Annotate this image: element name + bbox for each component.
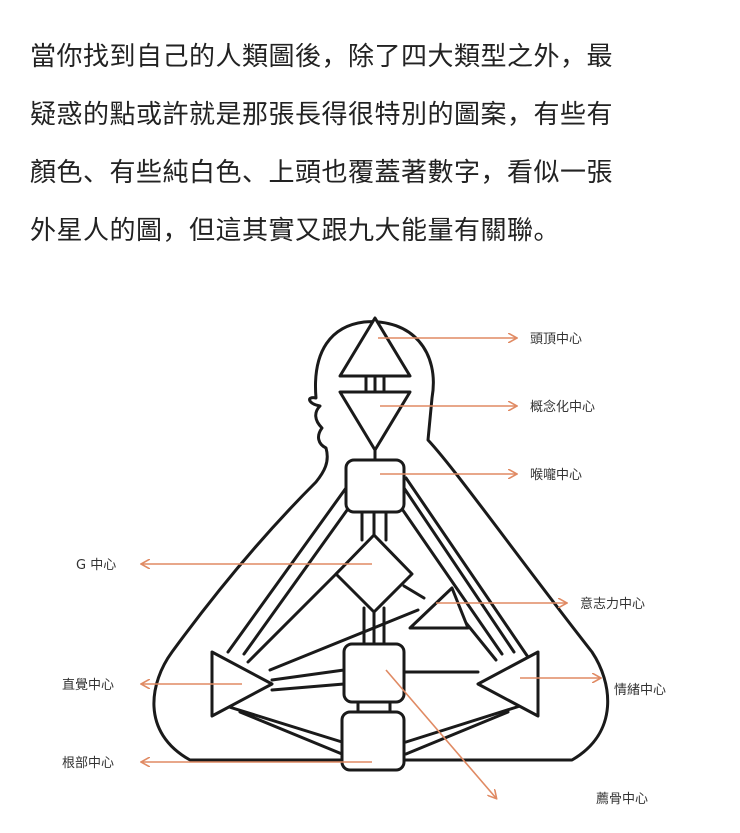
throat-center [344, 458, 406, 514]
ajna-center [338, 390, 412, 452]
sacral-center [342, 642, 406, 704]
will-label: 意志力中心 [580, 596, 645, 612]
sacral-label: 薦骨中心 [596, 792, 648, 807]
channel [246, 568, 342, 664]
paragraph-line-1: 當你找到自己的人類圖後，除了四大類型之外，最 [30, 42, 614, 72]
channel [270, 682, 346, 692]
g-center [334, 533, 414, 614]
channel [402, 486, 516, 654]
channel [242, 504, 352, 656]
paragraph-line-4: 外星人的圖，但這其實又跟九大能量有關聯。 [30, 216, 561, 246]
root-label: 根部中心 [62, 756, 114, 771]
channel [404, 704, 522, 744]
channel [226, 486, 348, 654]
channel [404, 476, 532, 662]
head-label: 頭頂中心 [530, 332, 582, 347]
body-outline [152, 320, 610, 762]
paragraph-line-2: 疑惑的點或許就是那張長得很特別的圖案，有些有 [30, 100, 614, 130]
channel [398, 504, 504, 656]
solar-plexus-center [476, 650, 540, 718]
channel [268, 608, 420, 672]
head-center [338, 316, 412, 378]
will-center [408, 586, 470, 630]
article-paragraph: 當你找到自己的人類圖後，除了四大類型之外，最 疑惑的點或許就是那張長得很特別的圖… [30, 28, 720, 260]
ajna-label: 概念化中心 [530, 399, 595, 415]
paragraph-line-3: 顏色、有些純白色、上頭也覆蓋著數字，看似一張 [30, 158, 614, 188]
throat-label: 喉嚨中心 [530, 467, 582, 483]
channel [270, 668, 346, 682]
spleen-label: 直覺中心 [62, 678, 114, 693]
channel [404, 710, 510, 756]
emotion-label: 情緒中心 [614, 683, 666, 698]
channel [238, 710, 344, 756]
channel [224, 704, 344, 744]
root-center [340, 710, 406, 772]
sacral-arrow [385, 669, 496, 798]
channel [402, 584, 426, 600]
g-label: G 中心 [76, 558, 116, 573]
